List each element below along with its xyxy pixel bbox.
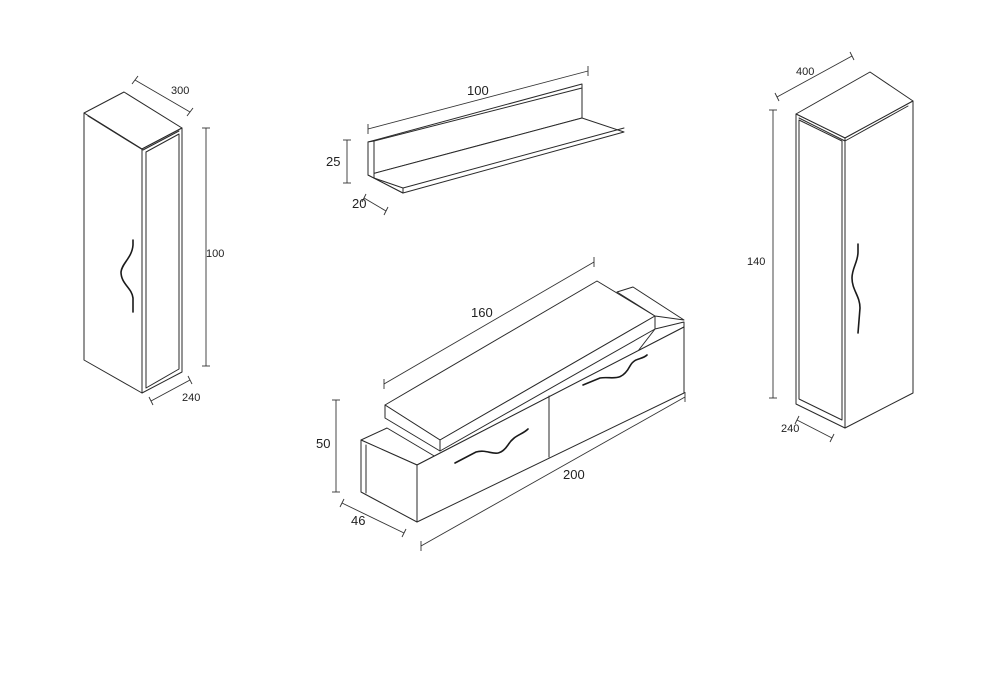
left-cabinet-height-label: 100 [206, 248, 224, 260]
wall-shelf-inner-edge [373, 87, 583, 142]
wall-shelf-height-label: 25 [326, 154, 340, 169]
tv-unit-top-length-label: 160 [471, 305, 493, 320]
tv-unit-length-label: 200 [563, 467, 585, 482]
wall-shelf-dimensions: 100 25 20 [326, 66, 589, 216]
tv-unit-depth-label: 46 [351, 513, 365, 528]
tv-unit-riser-top [616, 286, 685, 321]
tv-unit-dimensions: 160 50 200 46 [316, 257, 686, 551]
right-cabinet-door-frame [798, 119, 843, 421]
left-cabinet-door-frame [145, 133, 180, 389]
left-cabinet-width-label: 300 [171, 85, 189, 97]
tv-unit-base-front [416, 326, 685, 523]
tv-unit-top-front [439, 315, 656, 452]
right-cabinet-height-label: 140 [747, 256, 765, 268]
right-cabinet [795, 71, 914, 429]
wall-shelf-length-label: 100 [467, 83, 489, 98]
right-cabinet-top-edge [798, 105, 909, 142]
right-cabinet-depth-label: 240 [781, 423, 799, 435]
wall-shelf-front-edge [402, 127, 625, 189]
left-cabinet-depth-label: 240 [182, 392, 200, 404]
tv-unit-right-drawer-handle [582, 354, 648, 386]
left-cabinet-side [83, 112, 143, 394]
tv-unit-height-label: 50 [316, 436, 330, 451]
right-cabinet-dimensions: 400 140 240 [747, 51, 855, 443]
left-cabinet-door-handle [120, 239, 134, 313]
left-cabinet-dimensions: 300 100 240 [131, 75, 224, 406]
right-cabinet-width-label: 400 [796, 66, 814, 78]
wall-shelf-depth-label: 20 [352, 196, 366, 211]
left-cabinet [83, 91, 183, 394]
left-cabinet-top-edge [87, 115, 180, 151]
right-cabinet-front [844, 100, 914, 429]
tv-unit [360, 280, 685, 523]
right-cabinet-door-handle [851, 243, 861, 334]
left-cabinet-front [141, 127, 183, 394]
wall-shelf [367, 83, 625, 194]
right-cabinet-side [795, 113, 846, 429]
tv-unit-left-drawer-handle [454, 428, 529, 464]
